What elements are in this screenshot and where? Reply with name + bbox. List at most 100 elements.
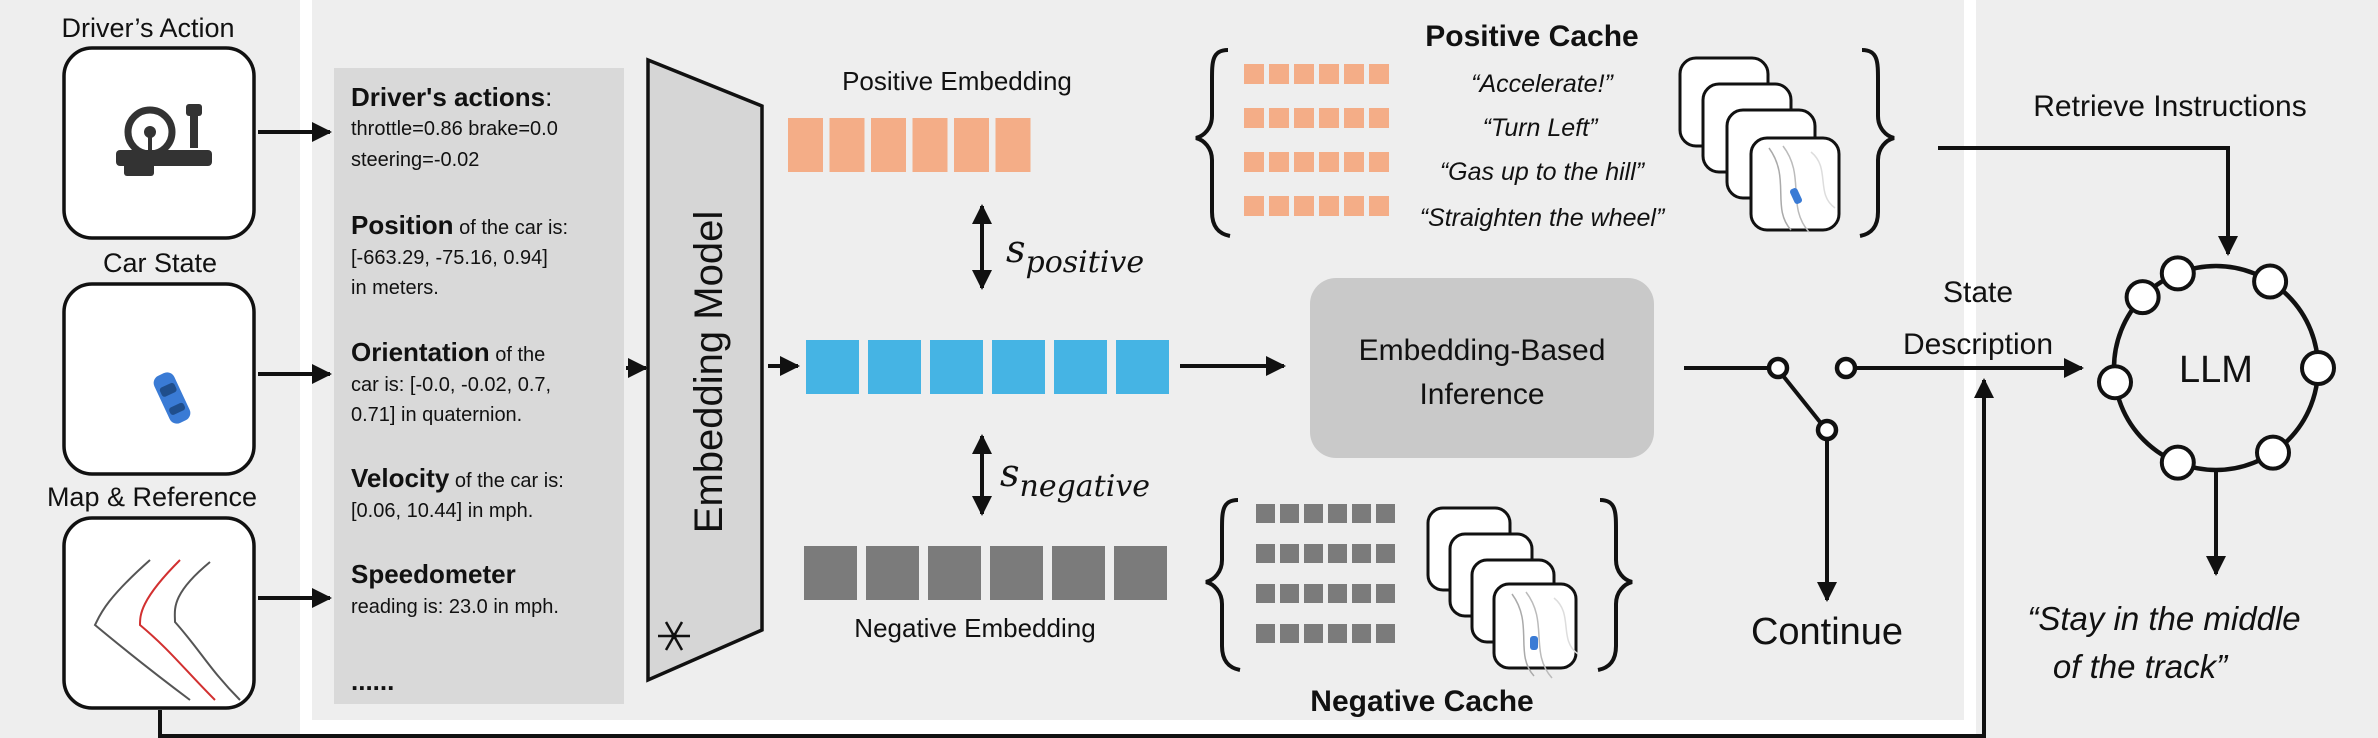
map-reference-box [62, 516, 256, 710]
embedding-cell [829, 118, 865, 172]
cached-instruction: “Accelerate!” [1471, 70, 1614, 98]
cache-cell [1319, 152, 1339, 172]
cache-cell [1344, 196, 1364, 216]
cache-cell [1352, 624, 1371, 643]
state-line: 0.71] in quaternion. [351, 404, 522, 426]
svg-text:Speedometer: Speedometer [351, 559, 516, 589]
cache-cell [1344, 108, 1364, 128]
cache-cell [1256, 544, 1275, 563]
embedding-cell [912, 118, 948, 172]
map-feedback-wire [158, 378, 1994, 738]
cache-cell [1319, 108, 1339, 128]
positive-cache-instructions: “Accelerate!” “Turn Left” “Gas up to the… [1420, 70, 1666, 232]
embedding-based-inference-box [1310, 278, 1654, 458]
negative-cache-vectors [1256, 504, 1395, 643]
switch-pivot [1815, 418, 1839, 442]
llm-ring-node [2124, 279, 2161, 316]
state-line: in meters. [351, 277, 439, 299]
llm-ring-node [2252, 263, 2289, 300]
car-state-label: Car State [103, 248, 217, 278]
cache-cell [1256, 504, 1275, 523]
cache-cell [1304, 624, 1323, 643]
continue-label: Continue [1751, 611, 1903, 653]
cache-cell [1376, 584, 1395, 603]
state-line: [0.06, 10.44] in mph. [351, 500, 533, 522]
cache-cell [1369, 64, 1389, 84]
cache-cell [1369, 196, 1389, 216]
track-map-icon [93, 559, 241, 701]
embedding-cell [954, 118, 989, 172]
inference-label-line: Embedding-Based [1359, 334, 1606, 367]
embedding-cell [866, 546, 919, 600]
current-embedding-vector [806, 340, 1169, 394]
cache-cell [1319, 196, 1339, 216]
positive-embedding-label: Positive Embedding [842, 66, 1072, 96]
llm-ring-node [2255, 434, 2291, 471]
map-reference-label: Map & Reference [47, 482, 257, 512]
cached-instruction: “Gas up to the hill” [1440, 158, 1646, 186]
cache-cell [1328, 544, 1347, 563]
inference-label-line: Inference [1419, 378, 1544, 411]
embedding-cell [806, 340, 859, 394]
negative-embedding-label: Negative Embedding [854, 613, 1095, 643]
state-heading: Speedometer [351, 559, 516, 589]
cached-instruction: “Turn Left” [1483, 114, 1600, 142]
cache-cell [1344, 152, 1364, 172]
positive-cache-right-brace [1859, 48, 1895, 238]
embedding-cell [928, 546, 981, 600]
embedding-cell [930, 340, 983, 394]
cache-cell [1244, 152, 1264, 172]
embedding-cell [1116, 340, 1169, 394]
embedding-cell [995, 118, 1031, 172]
state-heading: Position [351, 210, 454, 240]
state-section-speedometer: Speedometer reading is: 23.0 in mph. [351, 559, 559, 618]
llm-ring-node [2097, 364, 2133, 401]
cache-cell [1369, 108, 1389, 128]
svg-text:Driver's actions:: Driver's actions: [351, 82, 552, 112]
llm-ring-node [2300, 350, 2336, 386]
state-line: car is: [-0.0, -0.02, 0.7, [351, 374, 551, 396]
cache-cell [1304, 584, 1323, 603]
embedding-cell [804, 546, 857, 600]
drivers-action-label: Driver’s Action [61, 13, 234, 43]
cache-cell [1256, 584, 1275, 603]
positive-cache-vectors [1244, 64, 1389, 216]
cache-cell [1352, 584, 1371, 603]
state-heading: Driver's actions [351, 82, 545, 112]
llm-ring-node [2159, 444, 2196, 481]
cache-cell [1244, 108, 1264, 128]
cache-cell [1269, 108, 1289, 128]
snowflake-icon [658, 621, 690, 651]
embedding-cell [871, 118, 906, 172]
switch-terminal-left [1766, 356, 1790, 380]
cache-cell [1294, 196, 1314, 216]
cache-cell [1280, 504, 1299, 523]
output-instruction-line: “Stay in the middle [2027, 600, 2300, 637]
state-line: [-663.29, -75.16, 0.94] [351, 247, 548, 269]
cache-cell [1294, 108, 1314, 128]
embedding-model-label: Embedding Model [687, 211, 731, 533]
embedding-model [646, 57, 764, 683]
switch-terminal-right [1834, 356, 1858, 380]
drivers-action-box [62, 46, 256, 240]
cache-cell [1244, 196, 1264, 216]
embedding-cell [990, 546, 1043, 600]
state-heading-tail: : [545, 82, 552, 112]
llm-label: LLM [2179, 349, 2253, 391]
cached-instruction: “Straighten the wheel” [1420, 204, 1666, 232]
state-section-velocity: Velocity of the car is: [0.06, 10.44] in… [351, 463, 564, 522]
state-heading-tail: of the car is: [449, 470, 564, 492]
state-section-orientation: Orientation of the car is: [-0.0, -0.02,… [351, 337, 551, 426]
cache-cell [1269, 64, 1289, 84]
negative-embedding-vector [804, 546, 1167, 600]
cache-cell [1304, 504, 1323, 523]
cache-cell [1376, 504, 1395, 523]
cache-cell [1328, 624, 1347, 643]
state-line: throttle=0.86 brake=0.0 [351, 118, 558, 140]
state-section-actions: Driver's actions: throttle=0.86 brake=0.… [351, 82, 558, 171]
negative-similarity-label: snegative [1000, 451, 1150, 504]
cache-cell [1280, 584, 1299, 603]
state-description-line: Description [1903, 328, 2053, 361]
switch-lever [1782, 375, 1822, 424]
